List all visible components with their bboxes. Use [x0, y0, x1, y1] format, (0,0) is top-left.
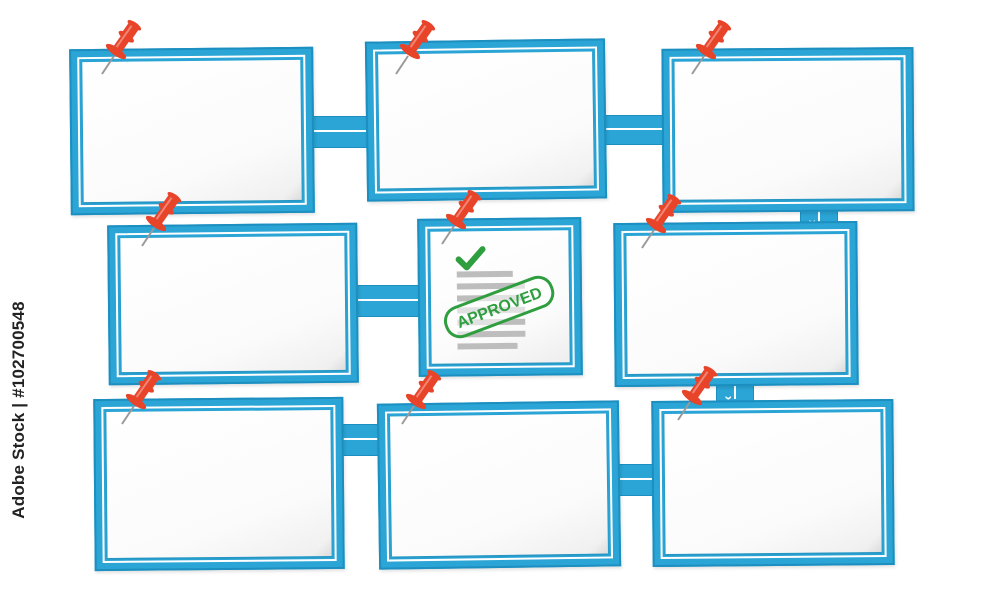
push-pin-icon — [401, 370, 442, 425]
note-frame-approved: APPROVED — [417, 217, 583, 377]
push-pin-icon — [677, 366, 718, 421]
blank-note-paper — [664, 412, 882, 554]
watermark-text: Adobe Stock | #102700548 — [9, 301, 28, 519]
blank-note-paper — [82, 59, 302, 203]
approved-note-paper: APPROVED — [430, 230, 570, 364]
checkmark-icon — [455, 246, 486, 271]
push-pin-icon — [641, 194, 682, 249]
push-pin-icon — [441, 190, 482, 245]
blank-note-paper — [106, 410, 332, 558]
note-frame-9 — [651, 398, 895, 568]
blank-note-paper — [626, 234, 846, 374]
push-pin-icon — [121, 370, 162, 425]
blank-note-paper — [674, 60, 902, 200]
push-pin-icon — [395, 20, 436, 75]
stock-watermark: Adobe Stock | #102700548 — [6, 300, 32, 520]
push-pin-icon — [101, 20, 142, 75]
push-pin-icon — [691, 20, 732, 75]
blank-note-paper — [390, 413, 608, 557]
push-pin-icon — [141, 192, 182, 247]
blank-note-paper — [120, 235, 346, 373]
